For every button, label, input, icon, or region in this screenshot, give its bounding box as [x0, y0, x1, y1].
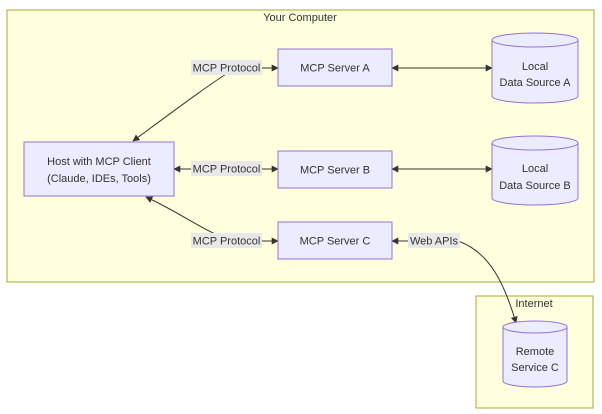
edge-label-web-text: Web APIs [410, 236, 459, 248]
edge-label-web: Web APIs [408, 233, 460, 248]
node-server-b-label: MCP Server B [300, 165, 370, 177]
edge-label-a: MCP Protocol [191, 60, 262, 75]
edge-server-c-remote-c [391, 237, 518, 324]
node-data-source-a: Local Data Source A [491, 32, 579, 104]
node-remote-service-c: Remote Service C [502, 320, 568, 388]
node-data-source-a-line2: Data Source A [500, 77, 572, 89]
node-server-a: MCP Server A [277, 48, 393, 87]
node-server-c-label: MCP Server C [300, 236, 371, 248]
node-host: Host with MCP Client (Claude, IDEs, Tool… [23, 141, 175, 197]
edge-label-b: MCP Protocol [191, 161, 262, 176]
node-data-source-b-line2: Data Source B [499, 180, 571, 192]
edge-label-c: MCP Protocol [191, 233, 262, 248]
node-remote-service-c-line1: Remote [516, 346, 555, 358]
node-host-line1: Host with MCP Client [47, 156, 151, 168]
node-data-source-b: Local Data Source B [491, 135, 579, 206]
edge-label-c-text: MCP Protocol [193, 236, 261, 248]
node-host-line2: (Claude, IDEs, Tools) [47, 173, 151, 185]
node-server-c: MCP Server C [277, 221, 393, 260]
cluster-your-computer-title: Your Computer [263, 12, 337, 24]
node-data-source-a-line1: Local [522, 61, 548, 73]
edge-label-a-text: MCP Protocol [193, 63, 261, 75]
edge-label-b-text: MCP Protocol [193, 164, 261, 176]
node-data-source-b-line1: Local [522, 163, 548, 175]
node-server-b: MCP Server B [277, 150, 393, 189]
cluster-internet-title: Internet [515, 298, 552, 310]
node-remote-service-c-line2: Service C [511, 362, 559, 374]
node-server-a-label: MCP Server A [300, 63, 370, 75]
